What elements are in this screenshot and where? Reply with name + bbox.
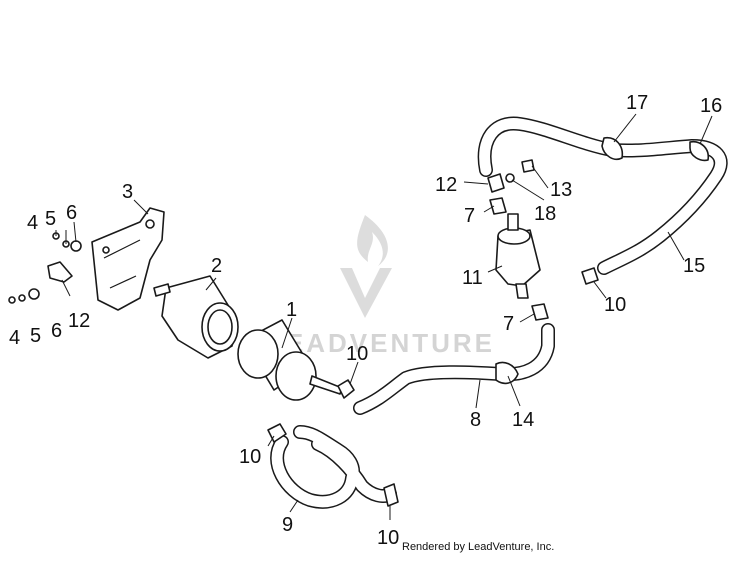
- callout-4-upper: 4: [27, 212, 38, 234]
- callout-13: 13: [550, 179, 572, 201]
- callout-8: 8: [470, 409, 481, 431]
- callout-10-left: 10: [239, 446, 261, 468]
- callout-1: 1: [286, 299, 297, 321]
- callout-2: 2: [211, 255, 222, 277]
- callout-6-upper: 6: [66, 202, 77, 224]
- callout-7-upper: 7: [464, 205, 475, 227]
- hose-8: [353, 323, 555, 415]
- hose-9: [270, 425, 397, 509]
- callout-12-right: 12: [435, 174, 457, 196]
- callout-10-bottom: 10: [377, 527, 399, 549]
- callout-16: 16: [700, 95, 722, 117]
- callouts: 1 2 3 4 5 6 12 4 5 6 7 8 9 10 10 10 10 1…: [9, 92, 722, 549]
- callout-7-lower: 7: [503, 313, 514, 335]
- callout-14: 14: [512, 409, 534, 431]
- callout-5-lower: 5: [30, 325, 41, 347]
- callout-3: 3: [122, 181, 133, 203]
- callout-6-lower: 6: [51, 320, 62, 342]
- callout-12-left: 12: [68, 310, 90, 332]
- watermark: LEADVENTURE: [267, 215, 495, 358]
- inline-filter-11: [495, 213, 541, 299]
- callout-18: 18: [534, 203, 556, 225]
- callout-17: 17: [626, 92, 648, 114]
- render-credit: Rendered by LeadVenture, Inc.: [402, 541, 555, 553]
- callout-9: 9: [282, 514, 293, 536]
- fittings: [8, 136, 710, 507]
- watermark-text: LEADVENTURE: [267, 328, 495, 358]
- callout-11: 11: [462, 267, 483, 289]
- fuel-filter-1: [237, 319, 343, 401]
- leadventure-flame-v-logo: [340, 215, 392, 318]
- callout-10-middle: 10: [346, 343, 368, 365]
- callout-4-lower: 4: [9, 327, 20, 349]
- callout-10-right: 10: [604, 294, 626, 316]
- bracket-3: [91, 207, 165, 311]
- leader-lines: [55, 113, 713, 520]
- callout-15: 15: [683, 255, 705, 277]
- callout-5-upper: 5: [45, 208, 56, 230]
- filter-housing-2: [153, 275, 239, 359]
